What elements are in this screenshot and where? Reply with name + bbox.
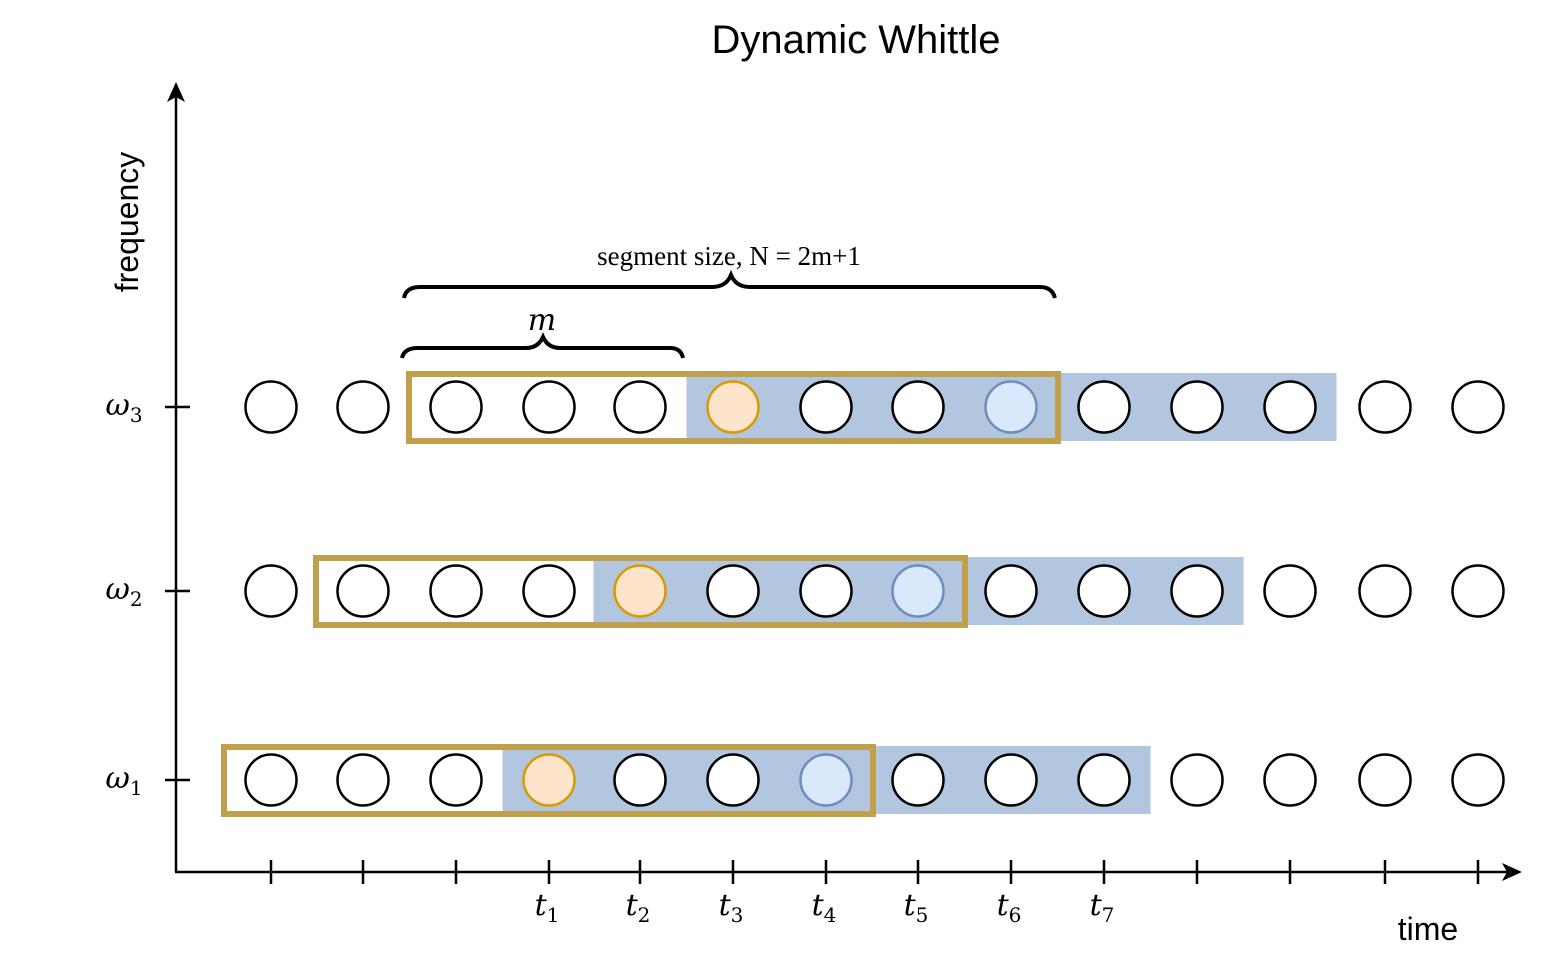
periodogram-point: [336, 380, 390, 434]
frequency-label-subscript: 1: [130, 776, 143, 800]
periodogram-point: [1263, 564, 1317, 618]
time-label-subscript: 4: [824, 903, 837, 927]
periodogram-point: [429, 753, 483, 807]
periodogram-point: [1451, 380, 1505, 434]
segment-label: segment size, N = 2m+1: [597, 241, 861, 271]
current-point: [522, 753, 576, 807]
frequency-label-subscript: 2: [130, 587, 143, 611]
periodogram-point: [1077, 564, 1131, 618]
periodogram-point: [1358, 753, 1412, 807]
periodogram-point: [891, 753, 945, 807]
segment-end-point: [799, 753, 853, 807]
periodogram-point: [1358, 564, 1412, 618]
time-label-subscript: 3: [731, 903, 744, 927]
x-axis-label: time: [1398, 911, 1458, 947]
periodogram-point: [1263, 753, 1317, 807]
current-point: [706, 380, 760, 434]
periodogram-point: [1170, 380, 1224, 434]
time-label-base: t: [1090, 888, 1103, 923]
time-label-base: t: [535, 888, 548, 923]
periodogram-point: [244, 564, 298, 618]
time-label-base: t: [997, 888, 1010, 923]
frequency-label: ω1: [105, 761, 142, 800]
periodogram-point: [522, 564, 576, 618]
x-axis-arrow-icon: [1502, 863, 1522, 881]
periodogram-point: [613, 380, 667, 434]
diagram-title: Dynamic Whittle: [712, 18, 1001, 62]
time-label-subscript: 7: [1102, 903, 1115, 927]
time-label: t7: [1090, 888, 1115, 927]
periodogram-point: [1077, 753, 1131, 807]
periodogram-point: [336, 564, 390, 618]
time-label-subscript: 6: [1009, 903, 1022, 927]
frequency-label: ω2: [105, 572, 142, 611]
segment-window: [313, 555, 968, 628]
periodogram-point: [1170, 753, 1224, 807]
time-label-base: t: [626, 888, 639, 923]
periodogram-point: [799, 380, 853, 434]
time-label: t1: [535, 888, 560, 927]
frequency-label-base: ω: [105, 388, 129, 423]
frequency-row: ω2: [105, 555, 1505, 628]
periodogram-point: [706, 753, 760, 807]
periodogram-point: [799, 564, 853, 618]
segment-window: [221, 744, 876, 817]
frequency-label-subscript: 3: [130, 403, 143, 427]
time-label-base: t: [719, 888, 732, 923]
periodogram-point: [1358, 380, 1412, 434]
periodogram-point: [244, 753, 298, 807]
segment-window: [406, 371, 1061, 444]
periodogram-point: [1263, 380, 1317, 434]
time-label-base: t: [812, 888, 825, 923]
time-label: t5: [904, 888, 929, 927]
half-label: m: [528, 303, 556, 338]
periodogram-point: [984, 564, 1038, 618]
periodogram-point: [1170, 564, 1224, 618]
segment-end-point: [891, 564, 945, 618]
segment-brace: [402, 269, 1057, 299]
frequency-row: ω1: [105, 744, 1505, 817]
frequency-label-base: ω: [105, 761, 129, 796]
time-label-subscript: 1: [547, 903, 560, 927]
time-label-base: t: [904, 888, 917, 923]
periodogram-point: [336, 753, 390, 807]
periodogram-point: [244, 380, 298, 434]
half-brace: [400, 332, 685, 359]
time-label-subscript: 2: [638, 903, 651, 927]
periodogram-point: [613, 753, 667, 807]
periodogram-point: [1451, 753, 1505, 807]
periodogram-point: [706, 564, 760, 618]
periodogram-point: [984, 753, 1038, 807]
periodogram-point: [891, 380, 945, 434]
frequency-label: ω3: [105, 388, 142, 427]
frequency-row: ω3: [105, 371, 1505, 444]
periodogram-point: [1451, 564, 1505, 618]
frequency-label-base: ω: [105, 572, 129, 607]
y-axis-label: frequency: [109, 152, 145, 293]
time-label: t3: [719, 888, 744, 927]
time-label: t4: [812, 888, 837, 927]
periodogram-point: [429, 564, 483, 618]
current-point: [613, 564, 667, 618]
segment-end-point: [984, 380, 1038, 434]
time-label: t6: [997, 888, 1022, 927]
periodogram-point: [429, 380, 483, 434]
time-label: t2: [626, 888, 651, 927]
y-axis-arrow-icon: [167, 82, 185, 102]
time-label-subscript: 5: [916, 903, 929, 927]
periodogram-point: [1077, 380, 1131, 434]
periodogram-point: [522, 380, 576, 434]
